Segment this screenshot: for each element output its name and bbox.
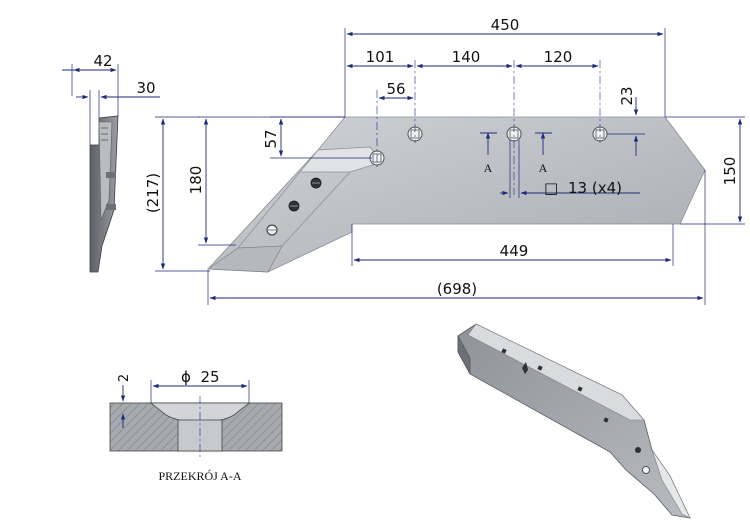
square-glyph: □	[544, 179, 558, 197]
dim-seg-140: 140	[452, 48, 481, 66]
dim-seg-101: 101	[366, 48, 395, 66]
dim-overall-698: (698)	[437, 280, 477, 298]
blade-hole	[266, 224, 278, 236]
dim-section-depth: 2	[117, 374, 132, 382]
share-plate	[207, 116, 706, 273]
share-wing	[299, 146, 383, 173]
dim-overall-width: 450	[491, 16, 520, 34]
dim-height-57: 57	[262, 129, 280, 148]
dim-section-diameter: 25	[200, 368, 219, 386]
dim-height-180: 180	[187, 166, 205, 195]
iso-plate	[457, 323, 691, 519]
dim-seg-120: 120	[544, 48, 573, 66]
dim-side-30: 30	[136, 79, 155, 97]
dim-bottom-449: 449	[500, 242, 529, 260]
dim-side-42: 42	[93, 52, 112, 70]
dim-height-150: 150	[721, 157, 739, 186]
blade-hole	[310, 177, 322, 189]
main-view: 450 101 140 120 56 23 57 180 (217)	[144, 16, 745, 305]
side-view: 42 30	[62, 52, 160, 273]
section-mark-a: A	[539, 161, 548, 175]
section-mark-a: A	[484, 161, 493, 175]
blade-hole	[288, 200, 300, 212]
dim-height-217: (217)	[144, 173, 162, 213]
diameter-glyph: ϕ	[181, 368, 191, 386]
isometric-view	[457, 323, 691, 519]
section-view: 2 ϕ 25 PRZEKRÓJ A-A	[109, 368, 283, 483]
dim-hole-spec: 13 (x4)	[568, 179, 622, 197]
section-title: PRZEKRÓJ A-A	[158, 469, 241, 483]
dim-height-23: 23	[618, 86, 636, 105]
dim-offset-56: 56	[386, 80, 405, 98]
